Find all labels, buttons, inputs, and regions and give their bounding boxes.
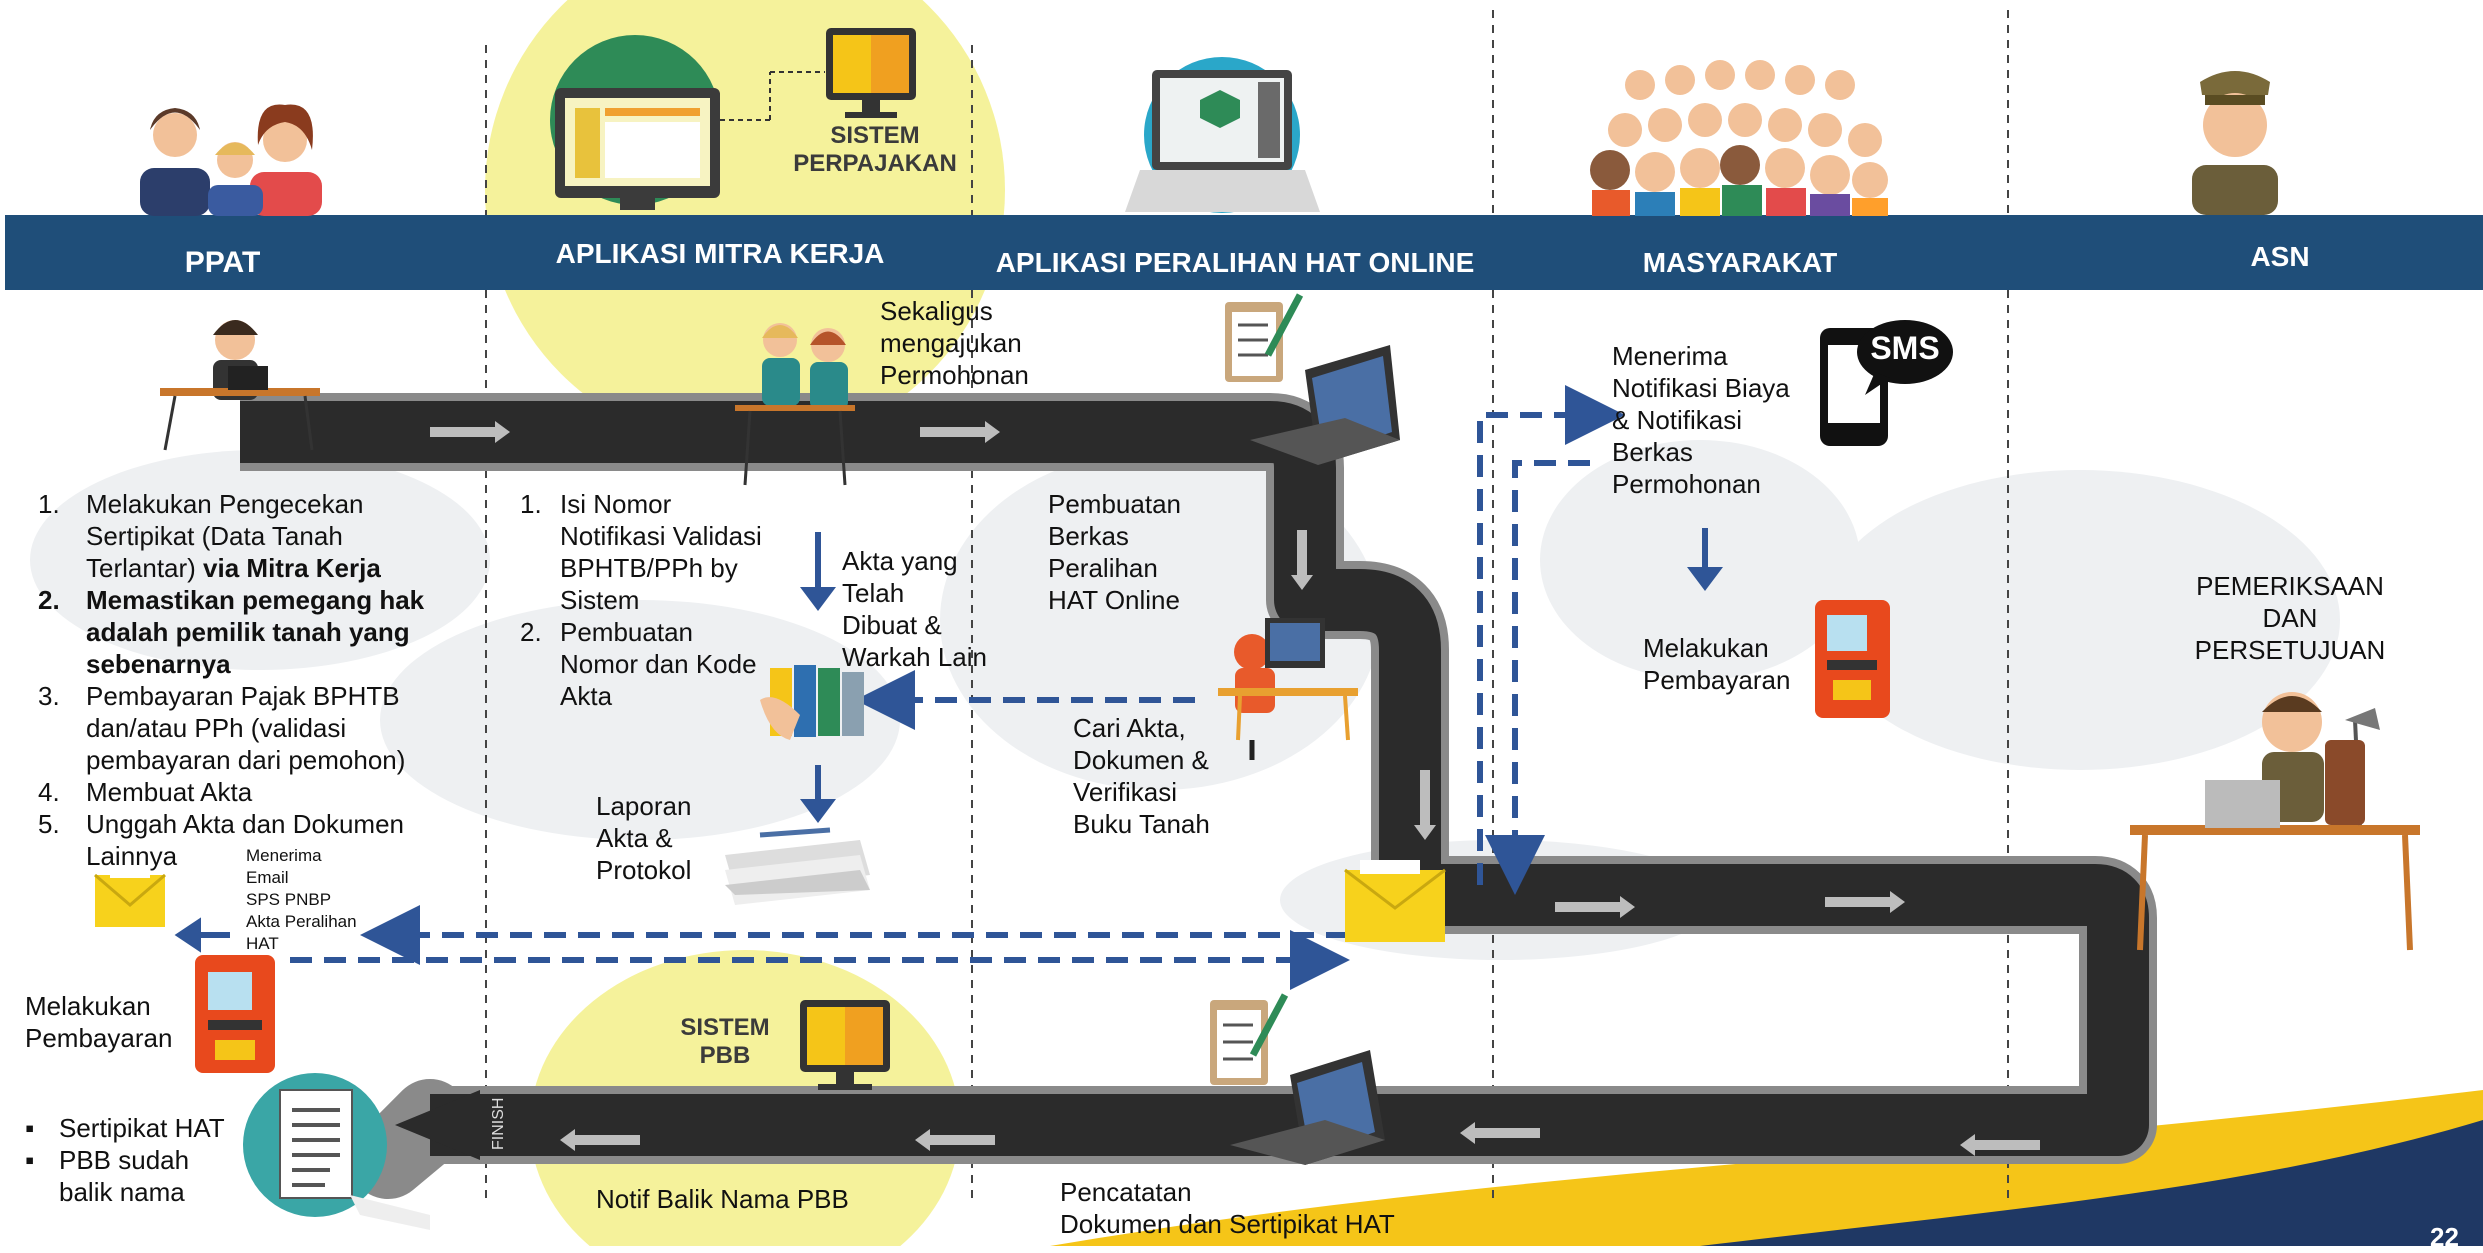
header-bar [5, 215, 2483, 290]
finish-label: FINISH [490, 1097, 507, 1150]
ppat-people-icon [140, 104, 322, 216]
mitra-workers-icon [735, 323, 855, 486]
asn-worker-icon [2130, 692, 2420, 951]
mitra-step-1: 1. Isi Nomor Notifikasi Validasi BPHTB/P… [520, 489, 762, 615]
laptop-bottom-icon [1230, 1050, 1385, 1165]
envelope-ppat-icon [94, 870, 166, 927]
sms-phone-icon [1820, 320, 1953, 446]
solid-arrows [174, 528, 1723, 953]
result-item: balik nama [59, 1177, 185, 1207]
certificate-icon [243, 1073, 430, 1230]
envelope-road-icon [1344, 860, 1446, 942]
ppat-steps-list: 1. Melakukan Pengecekan Sertipikat (Data… [38, 488, 424, 872]
atm-ppat-icon [195, 955, 275, 1073]
asn-official-icon [2192, 71, 2278, 215]
mitra-steps-list: 1. Isi Nomor Notifikasi Validasi BPHTB/P… [520, 488, 762, 712]
ppat-worker-icon [160, 320, 320, 451]
results-list: Sertipikat HAT PBB sudah balik nama [25, 1112, 225, 1208]
checklist-top-icon [1225, 293, 1304, 382]
sms-label: SMS [1870, 330, 1940, 366]
atm-masyarakat-icon [1815, 600, 1890, 718]
ppat-step-2: 2. Memastikan pemegang hak adalah pemili… [38, 585, 425, 679]
verifier-worker-icon [1218, 618, 1358, 760]
ppat-step-3: 3. Pembayaran Pajak BPHTB dan/atau PPh (… [38, 681, 406, 775]
checklist-bottom-icon [1210, 993, 1289, 1085]
dashed-arrows [290, 385, 1625, 990]
lane-label-asn: ASN [2250, 241, 2310, 272]
peralihan-laptop-icon [1125, 57, 1320, 213]
lane-label-ppat: PPAT [184, 246, 261, 279]
binders-icon [760, 665, 864, 740]
mitra-step-2: 2. Pembuatan Nomor dan Kode Akta [520, 617, 757, 711]
ppat-step-1: 1. Melakukan Pengecekan Sertipikat (Data… [38, 489, 381, 583]
perpajakan-monitor-icon [826, 28, 916, 118]
ppat-step-5: 5. Unggah Akta dan Dokumen Lainnya [38, 809, 404, 871]
label-notif-balik-nama: Notif Balik Nama PBB [596, 1184, 849, 1214]
page-number: 22 [2430, 1222, 2459, 1252]
mitra-monitor-icon [550, 35, 720, 210]
laptop-top-icon [1250, 345, 1400, 465]
result-item: PBB sudah [25, 1144, 225, 1176]
result-item: Sertipikat HAT [25, 1112, 225, 1144]
lane-label-masyarakat: MASYARAKAT [1642, 247, 1838, 278]
pbb-monitor-icon [800, 1000, 890, 1090]
lane-label-peralihan-hat: APLIKASI PERALIHAN HAT ONLINE [995, 247, 1475, 278]
masyarakat-crowd-icon [1590, 60, 1888, 216]
lane-label-mitra-kerja: APLIKASI MITRA KERJA [555, 238, 885, 269]
paper-stack-icon [725, 827, 870, 905]
ppat-step-4: 4. Membuat Akta [38, 777, 253, 807]
bottom-wave-navy [1700, 1120, 2483, 1246]
